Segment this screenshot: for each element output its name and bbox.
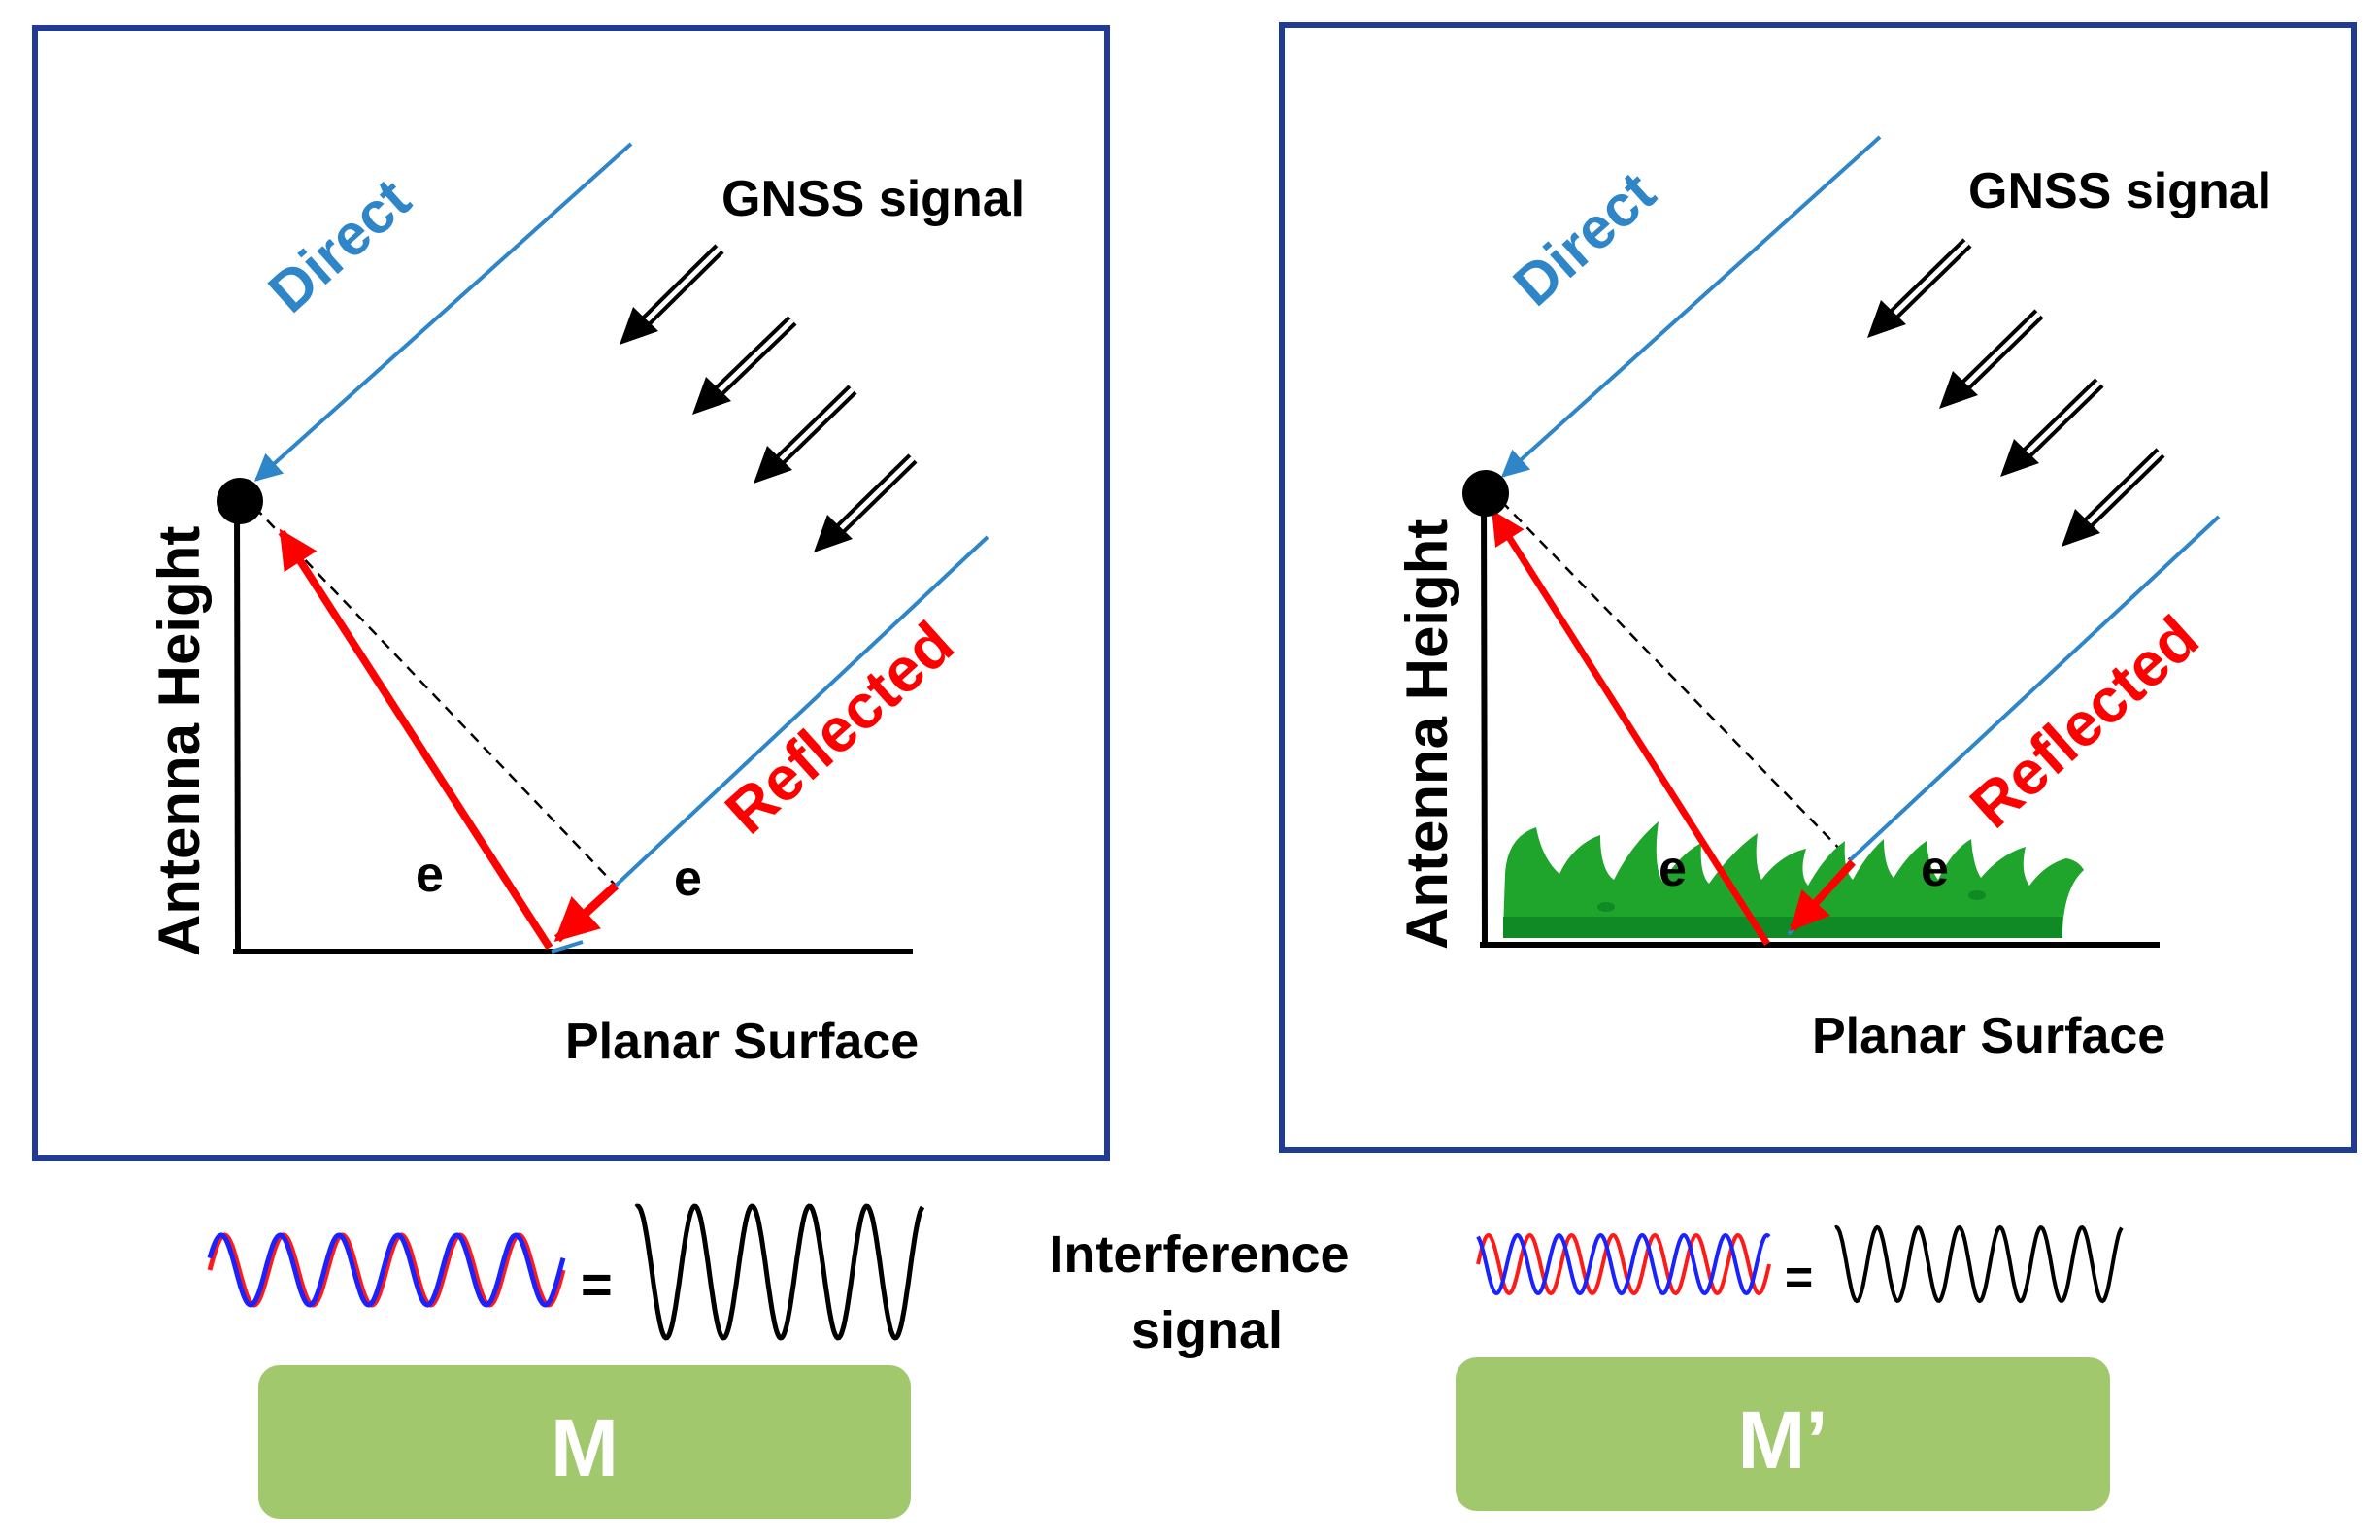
- gnss-signal-label: GNSS signal: [1968, 163, 2271, 219]
- result-box-m-prime: [1456, 1357, 2110, 1511]
- path-difference-dashed-line: [253, 506, 617, 887]
- antenna-mast: [234, 502, 241, 953]
- panel-vegetated-surface: Direct GNSS signal: [1279, 22, 2357, 1153]
- path-difference-dashed-line: [1500, 500, 1851, 860]
- carrier-wave-blue: [207, 1232, 566, 1308]
- reflected-signal-line: [614, 535, 989, 887]
- reflected-label: Reflected: [712, 608, 966, 847]
- result-box-m-label: M: [551, 1402, 619, 1493]
- interference-row: = Interference signal = M M’: [207, 1203, 2124, 1519]
- reflected-path-incoming: [553, 882, 620, 943]
- incoming-arrow-icon: [814, 453, 918, 552]
- interference-label: signal: [1131, 1301, 1283, 1359]
- reflected-path-incoming: [1790, 859, 1856, 931]
- interference-wave: [634, 1203, 925, 1341]
- antenna-height-label: Antenna Height: [147, 526, 212, 956]
- planar-surface-label: Planar Surface: [565, 1014, 919, 1070]
- reflected-path-outgoing: [1491, 510, 1770, 946]
- gnss-incoming-arrows: [1867, 238, 2165, 547]
- antenna-icon: [1462, 470, 1509, 517]
- panel-bare-surface: Direct GNSS signal: [32, 25, 1110, 1161]
- direct-label: Direct: [256, 166, 422, 325]
- interference-wave: [1834, 1224, 2124, 1304]
- panel-frame: [32, 25, 1110, 1161]
- reflected-path-outgoing: [278, 528, 553, 951]
- incoming-arrow-icon: [620, 244, 724, 345]
- direct-label: Direct: [1501, 159, 1667, 318]
- panel-frame: [1279, 22, 2357, 1153]
- vegetation-grass-icon: [1503, 821, 2084, 938]
- equals-sign: =: [1785, 1250, 1813, 1304]
- result-box-m-prime-label: M’: [1737, 1394, 1827, 1486]
- reflected-label: Reflected: [1957, 602, 2211, 841]
- elevation-angle-label: e: [1659, 841, 1687, 897]
- interference-label: Interference: [1049, 1225, 1349, 1284]
- gnss-incoming-arrows: [620, 244, 918, 552]
- carrier-wave-blue: [1476, 1232, 1771, 1296]
- antenna-height-label: Antenna Height: [1394, 519, 1459, 950]
- reflected-signal-line: [551, 940, 584, 954]
- carrier-wave-red: [207, 1232, 566, 1308]
- elevation-angle-label: e: [674, 851, 702, 907]
- planar-surface-label: Planar Surface: [1812, 1008, 2165, 1064]
- incoming-arrow-icon: [1939, 309, 2044, 409]
- incoming-arrow-icon: [692, 316, 797, 415]
- equals-sign: =: [581, 1254, 613, 1315]
- antenna-mast: [1481, 496, 1488, 946]
- incoming-arrow-icon: [2000, 378, 2104, 477]
- carrier-wave-red: [1476, 1232, 1771, 1296]
- antenna-icon: [217, 478, 263, 524]
- reflected-signal-line: [1848, 515, 2221, 862]
- gnss-signal-label: GNSS signal: [721, 171, 1024, 227]
- result-box-m: [258, 1365, 911, 1519]
- incoming-arrow-icon: [1867, 238, 1972, 338]
- incoming-arrow-icon: [754, 385, 857, 484]
- incoming-arrow-icon: [2062, 448, 2165, 547]
- direct-signal-line: [1500, 135, 1882, 478]
- direct-signal-line: [253, 142, 633, 482]
- elevation-angle-label: e: [1921, 841, 1949, 897]
- elevation-angle-label: e: [416, 847, 444, 903]
